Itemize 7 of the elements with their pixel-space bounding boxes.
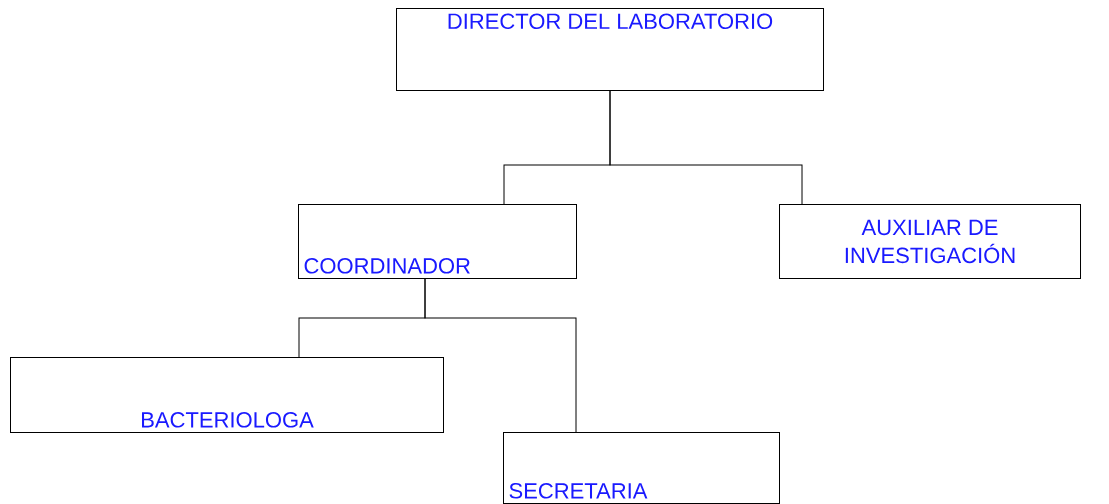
- org-box: AUXILIAR DE INVESTIGACIÓN: [779, 204, 1081, 279]
- connector-line: [609, 89, 803, 205]
- connector-line: [424, 277, 577, 433]
- org-box: SECRETARIA: [503, 432, 780, 504]
- org-box: DIRECTOR DEL LABORATORIO: [396, 8, 824, 91]
- org-box: BACTERIOLOGA: [10, 357, 444, 433]
- org-box: COORDINADOR: [298, 204, 577, 279]
